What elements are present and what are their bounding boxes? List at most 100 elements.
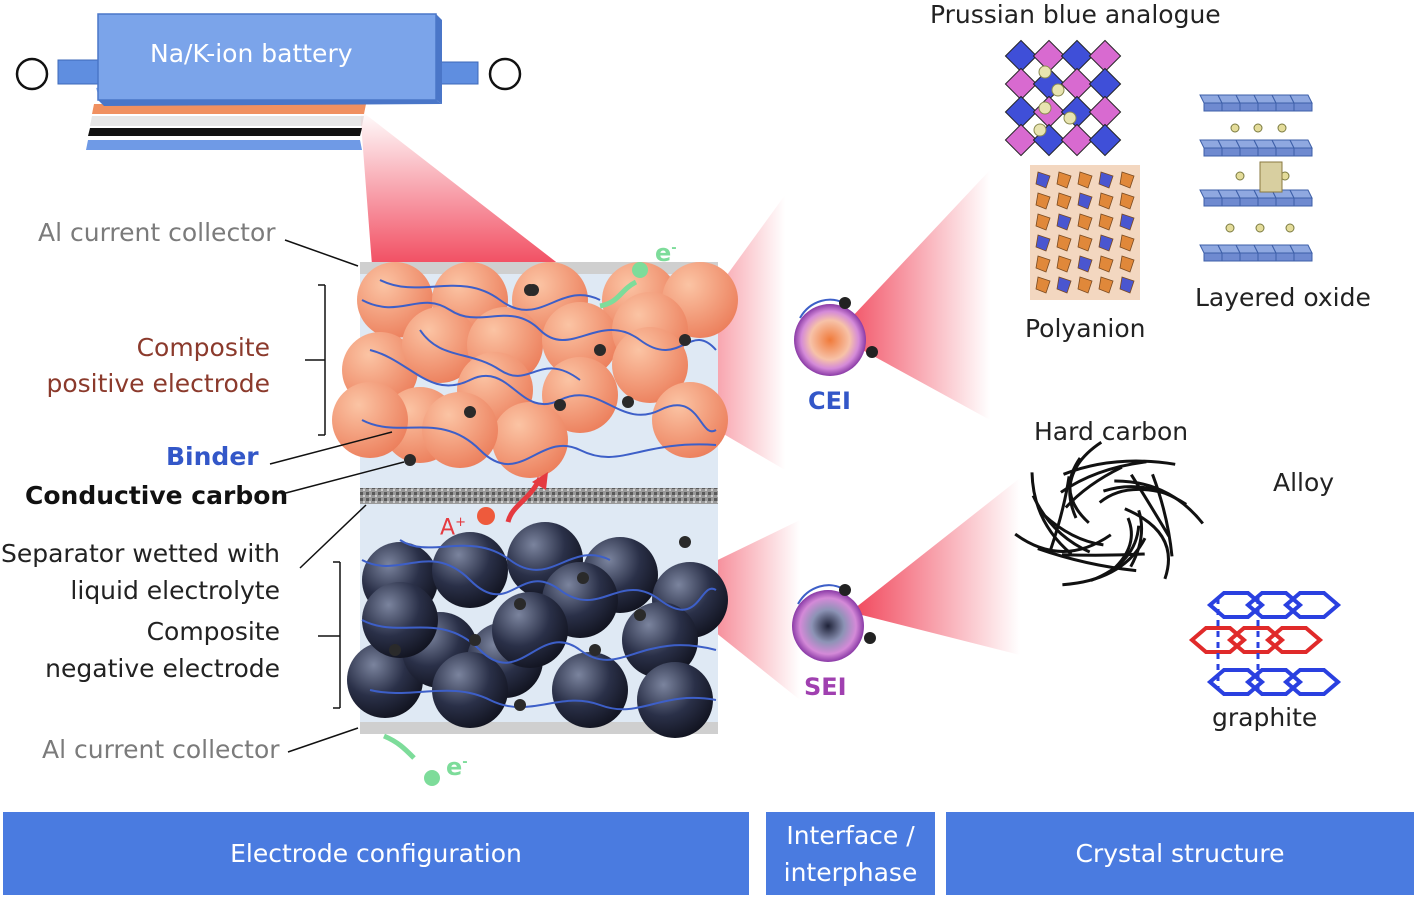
- interlayer-ion: [1235, 171, 1245, 181]
- carbon-sheet: [1114, 479, 1204, 525]
- electron-label-bottom: e-: [446, 753, 468, 781]
- prussian-blue-structure: [1004, 39, 1122, 157]
- oxide-layer-tile: [1293, 147, 1313, 157]
- oxide-layer-tile: [1203, 197, 1223, 207]
- conductive-carbon-dot: [514, 598, 526, 610]
- crystal-structure-label: Crystal structure: [1075, 839, 1285, 868]
- positive-electrode-label-1: Composite: [136, 333, 270, 362]
- interlayer-ion: [1230, 123, 1240, 133]
- negative-terminal-icon: [488, 57, 522, 91]
- interface-label-1: Interface /: [786, 820, 915, 850]
- alkali-ion: [1038, 101, 1052, 115]
- polyhedron: [1077, 255, 1093, 273]
- oxide-layer-tile: [1221, 197, 1241, 207]
- polyhedron: [1035, 276, 1051, 294]
- oxide-layer-tile: [1275, 197, 1295, 207]
- conductive-carbon-dot: [404, 454, 416, 466]
- polyhedron: [1035, 192, 1051, 210]
- carbon-sheet: [1062, 459, 1176, 476]
- polyhedron: [1098, 213, 1114, 231]
- carbon-sheet: [1068, 440, 1103, 519]
- oxide-layer-tile: [1293, 197, 1313, 207]
- hard-carbon-label: Hard carbon: [1034, 417, 1189, 446]
- fe-octahedron: [1060, 39, 1094, 73]
- binder-label: Binder: [166, 442, 259, 471]
- negative-particle: [362, 582, 438, 658]
- carbon-sheet: [1151, 473, 1174, 557]
- polyhedron: [1119, 171, 1135, 189]
- graphite-structure: [1188, 591, 1342, 696]
- polyhedron: [1077, 192, 1093, 210]
- alkali-ion: [1038, 65, 1052, 79]
- interlayer-prism: [1259, 161, 1283, 193]
- conductive-carbon-dot: [577, 572, 589, 584]
- oxide-layer-tile: [1239, 102, 1259, 112]
- battery-cell: [15, 13, 522, 150]
- polyhedron: [1098, 192, 1114, 210]
- polyhedron: [1035, 213, 1051, 231]
- polyhedron: [1056, 171, 1072, 189]
- carbon-sheet: [1061, 552, 1145, 557]
- conductive-carbon-dot: [679, 536, 691, 548]
- electrode-configuration-bar: Electrode configuration: [3, 812, 749, 895]
- conductive-carbon-dot: [389, 644, 401, 656]
- polyanion-structure: [1030, 165, 1140, 300]
- alkali-ion: [1051, 83, 1065, 97]
- graphene-hex: [1244, 591, 1304, 619]
- graphite-label: graphite: [1212, 703, 1318, 732]
- graphene-hex: [1226, 626, 1286, 654]
- polyhedron: [1035, 171, 1051, 189]
- interlayer-ion: [1225, 223, 1235, 233]
- electron-bottom: [424, 770, 440, 786]
- polyhedron: [1098, 234, 1114, 252]
- polyhedron: [1056, 234, 1072, 252]
- polyhedron: [1119, 276, 1135, 294]
- separator-label-2: liquid electrolyte: [70, 576, 280, 605]
- conductive-carbon-dot: [464, 406, 476, 418]
- interface-bar: Interface / interphase: [766, 812, 935, 895]
- oxide-layer-tile: [1203, 147, 1223, 157]
- polyhedron: [1056, 192, 1072, 210]
- conductive-carbon-dot: [679, 334, 691, 346]
- al-collector-bottom-label: Al current collector: [42, 735, 280, 764]
- oxide-layer-tile: [1275, 252, 1295, 262]
- graphene-hex: [1206, 591, 1266, 619]
- prussian-blue-label: Prussian blue analogue: [930, 0, 1221, 29]
- oxide-layer-tile: [1289, 244, 1313, 254]
- positive-particle: [492, 402, 568, 478]
- cei-label: CEI: [808, 387, 851, 415]
- polyhedron: [1119, 192, 1135, 210]
- carbon-sheet: [1130, 473, 1171, 537]
- conductive-carbon-dot: [589, 644, 601, 656]
- oxide-layer-tile: [1221, 102, 1241, 112]
- polyhedron: [1077, 234, 1093, 252]
- negative-particle: [432, 532, 508, 608]
- alkali-ion: [1063, 111, 1077, 125]
- negative-particle: [552, 652, 628, 728]
- negative-electrode-label-1: Composite: [146, 617, 280, 646]
- negative-particle: [432, 652, 508, 728]
- conductive-carbon-dots: [389, 284, 691, 711]
- positive-particle: [612, 327, 688, 403]
- conductive-carbon-dot: [554, 399, 566, 411]
- interlayer-ion: [1277, 123, 1287, 133]
- conductive-carbon-dot: [527, 284, 539, 296]
- sei-particle: [792, 584, 876, 662]
- oxide-layer-tile: [1203, 102, 1223, 112]
- carbon-sheet: [1124, 507, 1170, 580]
- mn-octahedron: [1060, 67, 1094, 101]
- oxide-layer-tile: [1275, 102, 1295, 112]
- mn-octahedron: [1032, 39, 1066, 73]
- carbon-sheet: [1014, 532, 1112, 553]
- fe-octahedron: [1004, 95, 1038, 129]
- crystal-structure-bar: Crystal structure: [946, 812, 1414, 895]
- electrode-configuration-label: Electrode configuration: [230, 839, 522, 868]
- positive-particle: [402, 307, 478, 383]
- oxide-layer-tile: [1239, 147, 1259, 157]
- zoom-cone-battery: [360, 110, 560, 265]
- graphene-hex: [1188, 626, 1248, 654]
- al-collector-top-label: Al current collector: [38, 218, 276, 247]
- electron-top: [632, 262, 648, 278]
